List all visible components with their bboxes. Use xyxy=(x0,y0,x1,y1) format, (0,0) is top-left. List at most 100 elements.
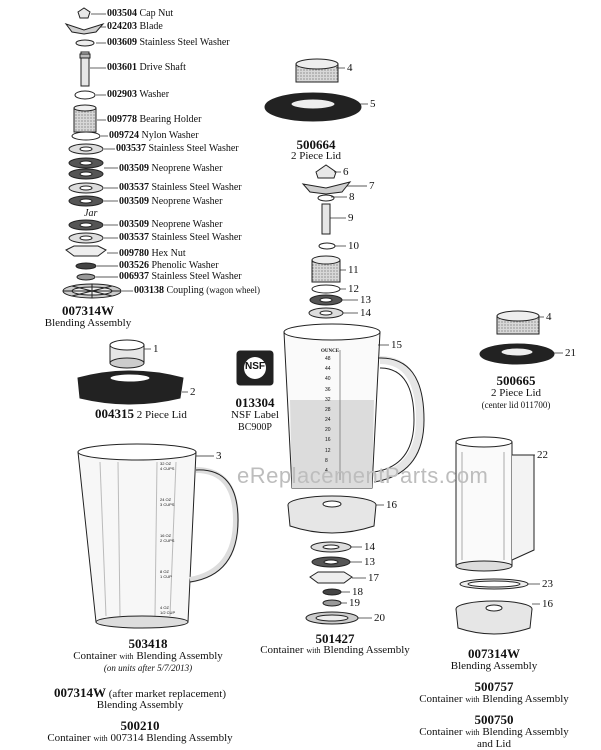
callout-11: 11 xyxy=(348,264,359,276)
callout-14b: 14 xyxy=(364,541,375,553)
assembly-500750-lid: and Lid xyxy=(477,738,511,750)
assembly-501427-number: 501427 xyxy=(315,631,355,646)
cup-mark-cups: 3 CUPS xyxy=(160,502,175,507)
callout-19: 19 xyxy=(349,597,360,609)
callout-8: 8 xyxy=(349,191,355,203)
assembly-500750-name: Container with Blending Assembly xyxy=(419,726,569,738)
nsf-label-model: BC900P xyxy=(238,422,272,433)
cup-mark-oz: 8 OZ xyxy=(160,569,169,574)
center-lower-washers-shape xyxy=(305,541,359,625)
washer-stack-shape xyxy=(68,131,104,244)
callout-6: 6 xyxy=(343,166,349,178)
ounce-mark: 44 xyxy=(325,366,331,373)
part-009724-label: 009724 Nylon Washer xyxy=(109,130,199,141)
part-003609-label: 003609 Stainless Steel Washer xyxy=(107,37,230,48)
watermark: eReplacementParts.com xyxy=(237,463,489,488)
jar-base-shape xyxy=(287,495,377,534)
part-003537b-label: 003537 Stainless Steel Washer xyxy=(119,182,242,193)
center-blade-assembly-shape xyxy=(301,164,352,319)
part-003509b-label: 003509 Neoprene Washer xyxy=(119,196,223,207)
leader-lines xyxy=(90,13,563,619)
callout-4b: 4 xyxy=(546,311,552,323)
cup-mark-cups: 1 CUP xyxy=(160,574,172,579)
callout-9: 9 xyxy=(348,212,354,224)
lid-cap-500664-shape xyxy=(295,58,339,83)
cup-mark-oz: 24 OZ xyxy=(160,497,172,502)
ounce-mark: 36 xyxy=(325,386,331,393)
callout-2: 2 xyxy=(190,386,196,398)
nsf-badge-text: NSF xyxy=(245,361,265,372)
assembly-007314w-after-number: 007314W (after market replacement) xyxy=(53,685,227,700)
callout-15: 15 xyxy=(391,339,402,351)
ounce-mark: 24 xyxy=(325,417,331,424)
part-003138-label: 003138 Coupling (wagon wheel) xyxy=(134,285,260,296)
container-500757-shape xyxy=(455,436,535,572)
lid-500664-number: 500664 xyxy=(296,137,336,152)
assembly-007314w-after-name: Blending Assembly xyxy=(96,699,184,711)
hex-nut-shape xyxy=(65,245,107,281)
lid-500665-number: 500665 xyxy=(496,373,536,388)
callout-1: 1 xyxy=(153,343,159,355)
callout-14: 14 xyxy=(360,307,371,319)
callout-22: 22 xyxy=(537,449,548,461)
callout-13b: 13 xyxy=(364,556,375,568)
part-003509-label: 003509 Neoprene Washer xyxy=(119,163,223,174)
assembly-007314w-right-number: 007314W xyxy=(468,646,520,661)
callout-10: 10 xyxy=(348,240,359,252)
lid-ring-004315-shape xyxy=(77,370,184,405)
callout-18: 18 xyxy=(352,586,363,598)
lid-500665-name: 2 Piece Lid xyxy=(490,387,542,399)
right-washer-shape xyxy=(459,578,529,590)
kit-007314w-name: Blending Assembly xyxy=(44,317,132,329)
ounce-mark: 16 xyxy=(325,437,331,444)
lid-ring-500665-shape xyxy=(479,343,555,365)
cup-mark-oz: 4 OZ xyxy=(160,605,169,610)
callout-12: 12 xyxy=(348,283,359,295)
ounce-mark: 4 xyxy=(325,468,328,474)
callout-3: 3 xyxy=(216,450,222,462)
part-006937-label: 006937 Stainless Steel Washer xyxy=(119,271,242,282)
callout-23: 23 xyxy=(542,578,553,590)
ounce-mark: 32 xyxy=(325,396,331,403)
nsf-label-name: NSF Label xyxy=(231,409,279,421)
lid-500664-name: 2 Piece Lid xyxy=(290,150,342,162)
ounce-mark: 8 xyxy=(325,457,328,464)
lid-ring-500664-shape xyxy=(264,92,362,122)
callout-13: 13 xyxy=(360,294,371,306)
assembly-501427-name: Container with Blending Assembly xyxy=(260,644,410,656)
kit-007314w-number: 007314W xyxy=(62,303,114,318)
cup-mark-oz: 32 OZ xyxy=(160,461,172,466)
right-jar-base-shape xyxy=(455,600,533,635)
assembly-500757-name: Container with Blending Assembly xyxy=(419,693,569,705)
assembly-500750-number: 500750 xyxy=(474,712,514,727)
part-024203-label: 024203 Blade xyxy=(107,21,163,32)
nsf-label-number: 013304 xyxy=(235,395,275,410)
callout-16: 16 xyxy=(386,499,397,511)
cup-mark-oz: 16 OZ xyxy=(160,533,172,538)
callout-7: 7 xyxy=(369,180,375,192)
callout-17: 17 xyxy=(368,572,379,584)
part-003601-label: 003601 Drive Shaft xyxy=(107,62,186,73)
ounce-mark: 40 xyxy=(325,376,331,383)
cup-mark-cups: 4 CUPS xyxy=(160,466,175,471)
cup-mark-cups: 2 CUPS xyxy=(160,538,175,543)
callout-21: 21 xyxy=(565,347,576,359)
part-009780-label: 009780 Hex Nut xyxy=(119,248,186,259)
bearing-holder-shape xyxy=(73,104,97,133)
lid-cap-500665-shape xyxy=(496,310,540,335)
assembly-503418-number: 503418 xyxy=(128,636,168,651)
cap-nut-shape xyxy=(77,7,91,19)
part-003537-label: 003537 Stainless Steel Washer xyxy=(116,143,239,154)
part-009778-label: 009778 Bearing Holder xyxy=(107,114,202,125)
coupling-shape xyxy=(62,283,122,299)
drive-shaft-shape xyxy=(74,39,96,100)
lid-500665-note: (center lid 011700) xyxy=(481,400,551,410)
lid-004315-label: 004315 2 Piece Lid xyxy=(95,406,187,421)
assembly-007314w-right-name: Blending Assembly xyxy=(450,660,538,672)
assembly-500210-number: 500210 xyxy=(120,718,160,733)
blade-shape xyxy=(64,22,105,35)
ounce-mark: 12 xyxy=(325,447,331,454)
jar-501427-shape xyxy=(283,323,425,489)
container-503418-shape xyxy=(77,443,240,629)
